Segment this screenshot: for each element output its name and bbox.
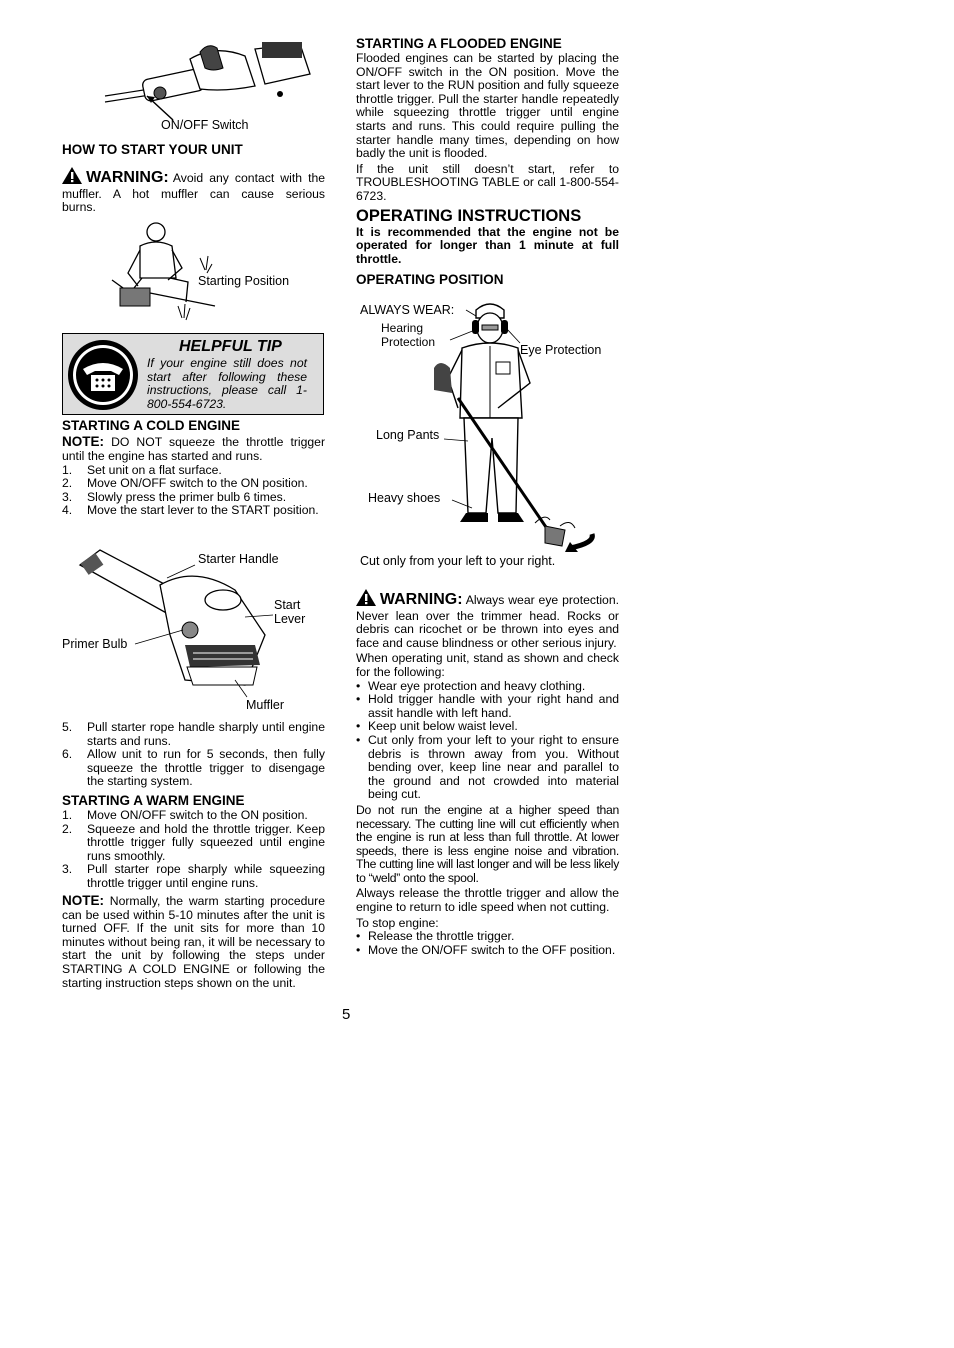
operating-instructions-heading: OPERATING INSTRUCTIONS bbox=[356, 206, 582, 225]
onoff-switch-illustration bbox=[104, 42, 311, 121]
protection-label: Protection bbox=[381, 335, 436, 349]
starting-position-caption: Starting Position bbox=[198, 274, 290, 288]
starter-handle-label: Starter Handle bbox=[198, 552, 279, 566]
operator-illustration bbox=[434, 303, 595, 552]
list-item: •Wear eye protection and heavy clothing. bbox=[356, 678, 586, 693]
warning-label: WARNING: bbox=[379, 591, 463, 608]
flooded-text: Flooded engines can be started by placin… bbox=[356, 51, 619, 161]
list-item: 1.Set unit on a flat surface. bbox=[62, 462, 222, 477]
list-item: 3.Pull starter rope sharply while squeez… bbox=[62, 862, 325, 890]
stop-intro: To stop engine: bbox=[356, 915, 439, 930]
list-item: 4.Move the start lever to the START posi… bbox=[62, 503, 319, 518]
hearing-label: Hearing bbox=[381, 321, 424, 335]
list-item: 1.Move ON/OFF switch to the ON position. bbox=[62, 807, 308, 822]
list-item: •Move the ON/OFF switch to the OFF posit… bbox=[356, 942, 616, 957]
telephone-icon bbox=[68, 340, 138, 410]
eye-protection-label: Eye Protection bbox=[520, 343, 602, 357]
warm-note-text: Normally, the warm starting procedure ca… bbox=[62, 893, 325, 990]
heavy-shoes-label: Heavy shoes bbox=[368, 491, 441, 505]
cold-note-text: DO NOT squeeze the throttle trigger unti… bbox=[62, 435, 326, 463]
onoff-switch-caption: ON/OFF Switch bbox=[161, 118, 249, 132]
throttle-advice-text: It is recommended that the engine not be… bbox=[356, 224, 619, 266]
flooded-engine-heading: STARTING A FLOODED ENGINE bbox=[356, 36, 562, 51]
speed-text: Do not run the engine at a higher speed … bbox=[356, 802, 619, 885]
page-number: 5 bbox=[342, 1006, 351, 1023]
engine-illustration bbox=[78, 549, 274, 698]
list-item: 5.Pull starter rope handle sharply until… bbox=[62, 720, 325, 748]
muffler-label: Muffler bbox=[246, 698, 284, 712]
list-item: 6.Allow unit to run for 5 seconds, then … bbox=[62, 747, 325, 789]
warm-engine-heading: STARTING A WARM ENGINE bbox=[62, 792, 245, 808]
warning-triangle-icon bbox=[62, 167, 82, 188]
troubleshooting-text: If the unit still doesn’t start, refer t… bbox=[356, 161, 619, 203]
warning-text: Always wear eye protection. Never lean o… bbox=[356, 593, 619, 650]
list-item: 3.Slowly press the primer bulb 6 times. bbox=[62, 489, 287, 504]
warning-triangle-icon bbox=[356, 589, 376, 610]
how-to-start-heading: HOW TO START YOUR UNIT bbox=[62, 142, 243, 157]
helpful-tip-box: HELPFUL TIP If your engine still does no… bbox=[62, 333, 324, 415]
warning-label: WARNING: bbox=[86, 169, 169, 186]
list-item: •Release the throttle trigger. bbox=[356, 929, 515, 944]
list-item: •Cut only from your left to your right t… bbox=[356, 732, 619, 802]
helpful-tip-text: If your engine still does not start afte… bbox=[147, 356, 307, 411]
cold-engine-heading: STARTING A COLD ENGINE bbox=[62, 418, 240, 433]
stand-text: When operating unit, stand as shown and … bbox=[356, 651, 619, 679]
start-lever-label: Start Lever bbox=[274, 598, 306, 626]
always-wear-label: ALWAYS WEAR: bbox=[360, 303, 455, 317]
primer-bulb-label: Primer Bulb bbox=[62, 637, 128, 651]
note-label: NOTE: bbox=[62, 892, 104, 908]
warning-text: Avoid any contact with the muffler. A ho… bbox=[62, 171, 326, 215]
long-pants-label: Long Pants bbox=[376, 428, 440, 442]
release-text: Always release the throttle trigger and … bbox=[356, 886, 619, 915]
list-item: •Hold trigger handle with your right han… bbox=[356, 692, 619, 720]
helpful-tip-title: HELPFUL TIP bbox=[179, 338, 282, 355]
note-label: NOTE: bbox=[62, 434, 104, 449]
list-item: 2.Move ON/OFF switch to the ON position. bbox=[62, 476, 308, 491]
starting-position-illustration bbox=[111, 222, 216, 321]
cut-direction-caption: Cut only from your left to your right. bbox=[360, 554, 556, 568]
operating-position-heading: OPERATING POSITION bbox=[356, 272, 504, 288]
list-item: 2.Squeeze and hold the throttle trigger.… bbox=[62, 821, 325, 863]
list-item: •Keep unit below waist level. bbox=[356, 719, 518, 734]
